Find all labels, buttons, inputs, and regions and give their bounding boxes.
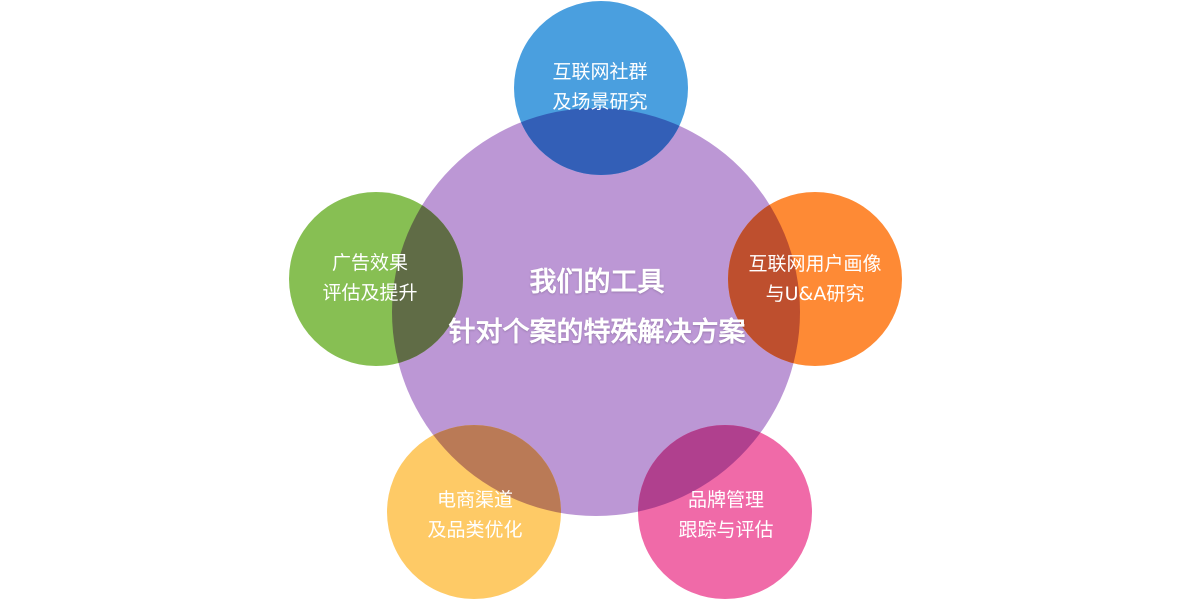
node-label-left: 广告效果 评估及提升 <box>280 248 460 308</box>
node-bottom-right-line2: 跟踪与评估 <box>678 519 774 541</box>
node-bottom-right-line1: 品牌管理 <box>687 489 764 511</box>
node-label-right: 互联网用户画像 与U&A研究 <box>725 249 905 309</box>
node-label-top: 互联网社群 及场景研究 <box>510 57 690 117</box>
node-top-line1: 互联网社群 <box>552 61 648 83</box>
node-label-bottom-left: 电商渠道 及品类优化 <box>385 485 565 545</box>
node-left-line1: 广告效果 <box>331 252 408 274</box>
overlap-right <box>728 192 800 366</box>
node-top-line2: 及场景研究 <box>552 91 648 113</box>
node-label-bottom-right: 品牌管理 跟踪与评估 <box>636 485 816 545</box>
node-bottom-left-line1: 电商渠道 <box>436 489 513 511</box>
node-left-line2: 评估及提升 <box>322 282 418 304</box>
center-title-line2: 针对个案的特殊解决方案 <box>448 317 746 348</box>
overlap-top <box>514 108 688 175</box>
center-title: 我们的工具 针对个案的特殊解决方案 <box>410 258 784 358</box>
center-circle <box>392 108 800 516</box>
center-title-line1: 我们的工具 <box>529 267 665 298</box>
overlap-left <box>392 192 463 366</box>
node-right-line2: 与U&A研究 <box>765 283 865 305</box>
node-right-line1: 互联网用户画像 <box>748 253 882 275</box>
node-bottom-left-line2: 及品类优化 <box>427 519 523 541</box>
